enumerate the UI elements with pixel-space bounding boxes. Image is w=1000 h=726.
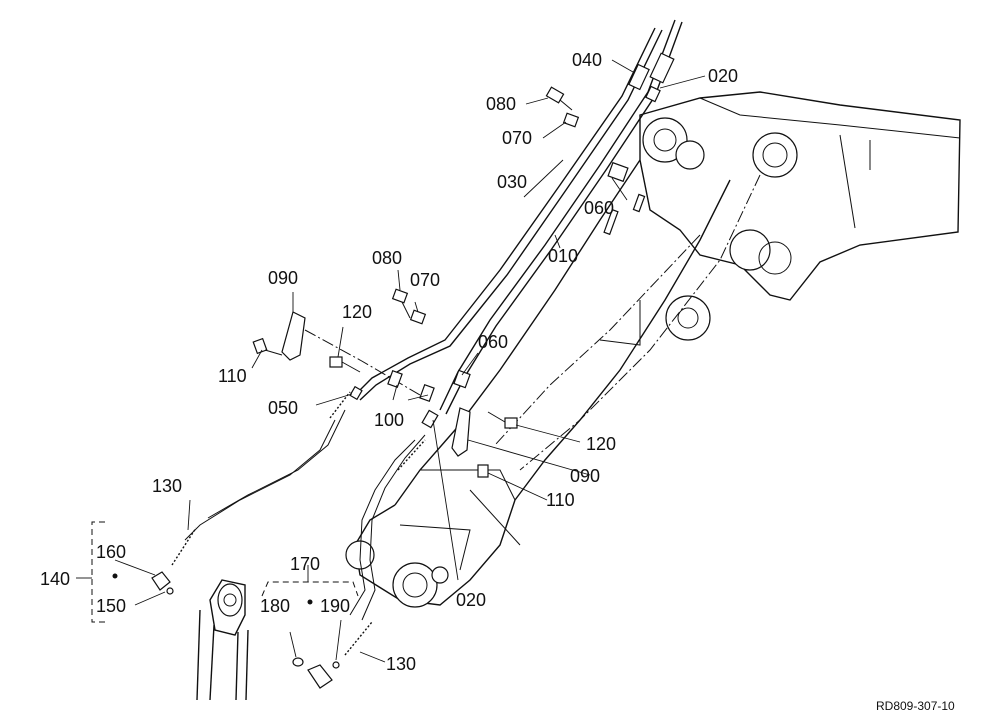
callout-090-right: 090 xyxy=(570,466,600,486)
callout-030: 030 xyxy=(497,172,527,192)
callout-130-left: 130 xyxy=(152,476,182,496)
assembly-brackets xyxy=(76,521,359,623)
callout-010: 010 xyxy=(548,246,578,266)
callout-labels: 040 020 080 070 030 060 010 080 070 090 … xyxy=(40,50,955,713)
callout-060-top: 060 xyxy=(584,198,614,218)
callout-020-top: 020 xyxy=(708,66,738,86)
callout-080-top: 080 xyxy=(486,94,516,114)
fittings-and-clamps xyxy=(151,86,646,689)
callout-070-mid: 070 xyxy=(410,270,440,290)
callout-100: 100 xyxy=(374,410,404,430)
callout-120-left: 120 xyxy=(342,302,372,322)
callout-110-left: 110 xyxy=(218,366,247,386)
boom-assembly xyxy=(345,91,961,608)
leader-lines xyxy=(114,59,706,663)
callout-090-left: 090 xyxy=(268,268,298,288)
callout-190: 190 xyxy=(320,596,350,616)
callout-150: 150 xyxy=(96,596,126,616)
callout-170: 170 xyxy=(290,554,320,574)
callout-180: 180 xyxy=(260,596,290,616)
callout-130-bottom: 130 xyxy=(386,654,416,674)
callout-140: 140 xyxy=(40,569,70,589)
callout-060-mid: 060 xyxy=(478,332,508,352)
spring-guard-right xyxy=(344,439,426,656)
callout-040: 040 xyxy=(572,50,602,70)
callout-070-top: 070 xyxy=(502,128,532,148)
hydraulic-pipes xyxy=(354,19,683,415)
callout-020-bottom: 020 xyxy=(456,590,486,610)
hoses xyxy=(171,391,426,656)
bucket-cylinder xyxy=(196,579,249,701)
callout-050: 050 xyxy=(268,398,298,418)
callout-120-right: 120 xyxy=(586,434,616,454)
drawing-reference: RD809-307-10 xyxy=(876,699,955,713)
spring-guard-left xyxy=(171,391,351,566)
callout-080-mid: 080 xyxy=(372,248,402,268)
callout-110-right: 110 xyxy=(546,490,575,510)
callout-160: 160 xyxy=(96,542,126,562)
